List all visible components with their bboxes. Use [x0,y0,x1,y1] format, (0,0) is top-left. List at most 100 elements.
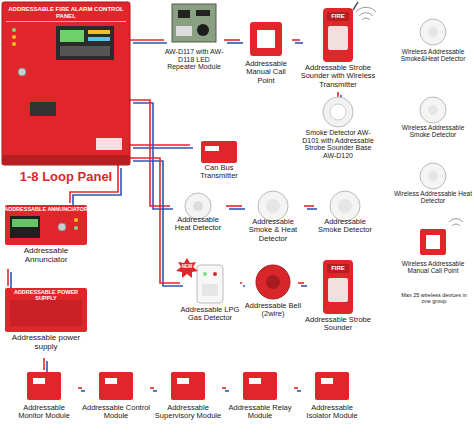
annunciator-led [74,226,78,230]
device-text: Addressable Smoke & Heat Detector [242,218,304,243]
panel-base [2,155,130,165]
wire-line [304,205,314,207]
pcb-board [172,4,216,42]
device-node: FIREAddressable Strobe Sounder [298,258,378,336]
wireless-detector [420,19,446,45]
canbus-body [201,141,237,163]
wire-connector [224,40,243,43]
wireless-mcp [420,229,446,255]
device-node: ADDRESSABLE ANNUNCIATOR Addressable Annun… [3,203,89,269]
detector-body [258,191,288,221]
device-text: Wireless Addressable Smoke&Heat Detector [392,48,474,62]
device-text: Addressable Strobe Sounder [298,316,378,333]
panel-divider [6,21,126,22]
detector-head [428,27,438,37]
bell-dome [266,275,280,289]
wire-line [243,285,245,287]
device-text: Addressable Annunciator [3,247,89,265]
device-text: AW-D117 with AW-D118 LED Repeater Module [164,48,224,71]
panel-led [12,35,16,39]
annunciator-led [74,218,78,222]
panel-window [30,102,56,116]
device-text: Addressable Bell (2wire) [242,302,304,319]
device-node: Addressable Monitor Module [10,370,78,438]
wire-line [130,144,190,146]
wire-line [130,100,170,206]
device-node: Addressable Isolator Module [298,370,366,438]
wire-line [133,103,173,209]
wire-line [227,42,243,44]
panel-keys [60,46,110,56]
device-text: 1-8 Loop Panel [2,170,130,184]
device-text: Wireless Addressable Heat Detector [392,190,474,204]
lpg-grille [202,284,218,296]
device-node: ADDRESSABLE POWER SUPPLY Addressable powe… [3,286,89,358]
wire-line [301,285,307,287]
lpg-led [203,272,207,276]
module-body [99,372,133,400]
device-text: Smoke Detector AW-D101 with Addressable … [298,129,378,160]
mcp-glass [426,235,440,249]
wire-line [222,387,226,389]
panel-lcd [60,30,84,42]
module-plate [33,378,45,384]
module-body [171,372,205,400]
device-node: Wireless Addressable Heat Detector [392,160,474,214]
wire-connector [130,100,173,209]
device-node: Wireless Addressable Manual Call Point [392,226,474,286]
wire-line [294,387,298,389]
wire-line [10,272,12,289]
wire-line [133,42,167,44]
device-text: Wireless Addressable Manual Call Point [392,260,474,274]
panel-led [12,42,16,46]
wire-connector [8,269,11,289]
device-node: Addressable Heat Detector [170,192,226,252]
sounder-lens [328,26,348,50]
wire-line [226,205,242,207]
device-text: Addressable Relay Module [226,404,294,421]
module-body [27,372,61,400]
wire-line [130,158,180,283]
panel-led [12,28,16,32]
wire-line [153,390,157,392]
wire-line [307,208,317,210]
wire-connector [78,388,85,391]
device-node: Can Bus Transmitter [190,138,248,188]
device-text: Addressable power supply [3,334,89,352]
device-node: Addressable Smoke Detector [314,192,376,252]
wire-connector [226,206,245,209]
device-text: ADDRESSABLE FIRE ALARM CONTROL PANEL [2,6,130,19]
wire-connector [304,206,317,209]
device-text: Addressable Isolator Module [298,404,366,421]
device-text: Addressable Manual Call Point [240,60,292,85]
wireless-wave [449,219,463,222]
wire-connector [44,358,47,373]
device-node: Addressable Manual Call Point [240,18,292,88]
wire-connector [130,158,183,286]
device-node: Addressable Smoke & Heat Detector [242,192,304,252]
detector-body [323,97,353,127]
wire-connector [240,283,245,286]
wire-line [297,390,301,392]
device-node: FIRE Addressable Strobe Sounder with Wire… [300,4,376,92]
device-text: ADDRESSABLE POWER SUPPLY [3,289,89,301]
wire-line [78,387,82,389]
wire-line [240,282,242,284]
wire-line [225,390,229,392]
mcp-glass [257,30,275,48]
wire-line [224,39,240,41]
device-text: Addressable Strobe Sounder with Wireless… [300,64,376,89]
panel-logo [96,138,122,150]
pcb-connector [176,26,192,36]
module-plate [249,378,261,384]
device-text: ADDRESSABLE ANNUNCIATOR [3,206,89,212]
device-text: FIRE [300,13,376,20]
wire-line [130,39,164,41]
device-text: Wireless Addressable Smoke Detector [392,124,474,138]
device-node: Wireless Addressable Smoke&Heat Detector [392,16,474,74]
device-node: Addressable Bell (2wire) [242,262,304,330]
wireless-wave [356,7,376,12]
device-text: Can Bus Transmitter [190,164,248,181]
wire-connector [150,388,157,391]
